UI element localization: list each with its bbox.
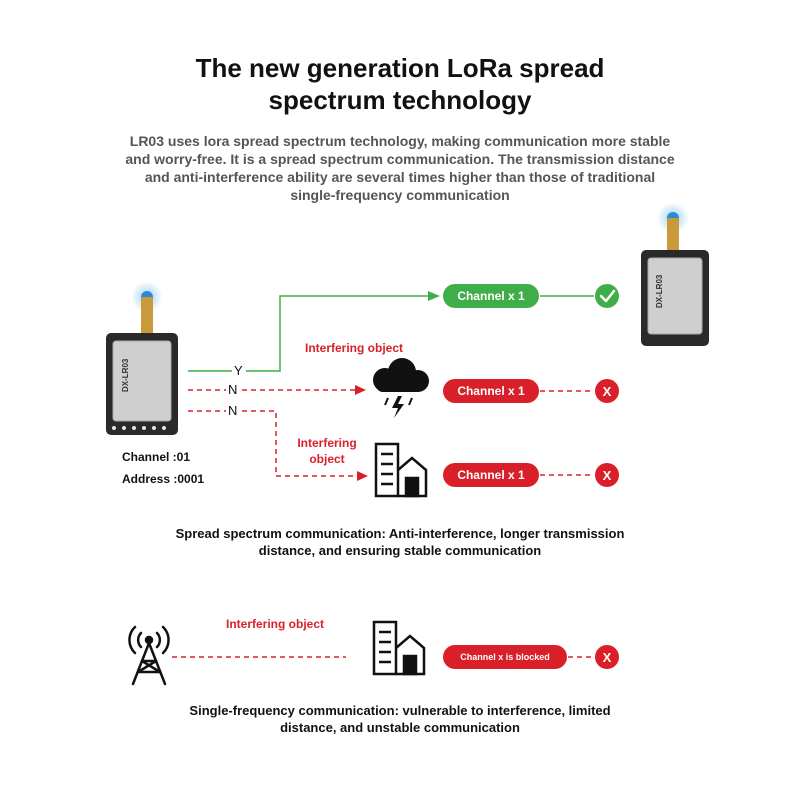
intro-line-4: single-frequency communication xyxy=(290,187,510,203)
check-icon xyxy=(595,284,619,308)
channel-blocked-label: Channel x is blocked xyxy=(460,652,550,662)
title-line-1: The new generation LoRa spread xyxy=(195,53,605,83)
intro-line-2: and worry-free. It is a spread spectrum … xyxy=(125,151,675,167)
building-icon xyxy=(372,620,426,676)
intro-line-1: LR03 uses lora spread spectrum technolog… xyxy=(129,133,671,149)
path-n-line xyxy=(242,410,357,477)
spread-caption-line-2: distance, and ensuring stable communicat… xyxy=(258,543,542,558)
intro-line-3: and anti-interference ability are severa… xyxy=(144,169,656,185)
intro-text: LR03 uses lora spread spectrum technolog… xyxy=(90,132,710,204)
x-icon: X xyxy=(595,645,619,669)
spread-caption-line-1: Spread spectrum communication: Anti-inte… xyxy=(175,526,625,541)
module-shield xyxy=(112,340,172,422)
channel-ok-label: Channel x 1 xyxy=(457,289,525,303)
page-title: The new generation LoRa spread spectrum … xyxy=(0,52,800,116)
path-y-line xyxy=(246,295,428,372)
arrow-head xyxy=(357,471,368,481)
x-icon: X xyxy=(595,379,619,403)
n-label-2: N xyxy=(228,403,237,418)
path-fail-1: N Interfering object Channel x 1 X xyxy=(188,341,619,418)
channel-bad-label-2: Channel x 1 xyxy=(457,468,525,482)
interfering-label-2b: object xyxy=(309,452,344,466)
single-caption-line-2: distance, and unstable communication xyxy=(280,720,520,735)
single-frequency-diagram: Interfering object Channel x is blocked … xyxy=(128,617,619,686)
module-label: DX-LR03 xyxy=(655,274,664,308)
x-mark: X xyxy=(603,650,612,665)
x-icon: X xyxy=(595,463,619,487)
receiver-module: DX-LR03 xyxy=(641,202,709,346)
single-caption-line-1: Single-frequency communication: vulnerab… xyxy=(189,703,611,718)
interfering-label-1: Interfering object xyxy=(305,341,403,355)
module-shield xyxy=(647,257,703,335)
spread-caption: Spread spectrum communication: Anti-inte… xyxy=(0,525,800,559)
module-label: DX-LR03 xyxy=(121,358,130,392)
arrow-head xyxy=(428,291,440,301)
antenna xyxy=(141,297,153,335)
x-mark: X xyxy=(603,468,612,483)
building-icon xyxy=(374,442,428,498)
y-label: Y xyxy=(234,363,243,378)
module-pins xyxy=(112,426,166,430)
path-success: Channel x 1 Y xyxy=(188,284,619,378)
channel-info: Channel :01 xyxy=(122,450,191,464)
transmitter-module: DX-LR03 xyxy=(106,281,178,435)
channel-bad-pill xyxy=(443,379,539,403)
antenna xyxy=(667,218,679,254)
title-line-2: spectrum technology xyxy=(268,85,532,115)
address-info: Address :0001 xyxy=(122,472,205,486)
channel-bad-label-1: Channel x 1 xyxy=(457,384,525,398)
single-caption: Single-frequency communication: vulnerab… xyxy=(0,702,800,736)
x-mark: X xyxy=(603,384,612,399)
single-interfering-label: Interfering object xyxy=(226,617,324,631)
arrow-head xyxy=(355,385,366,395)
interfering-label-2a: Interfering xyxy=(297,436,356,450)
channel-bad-pill xyxy=(443,463,539,487)
path-fail-2: N Interfering object Channel x 1 X xyxy=(188,403,619,498)
storm-cloud-icon xyxy=(373,358,429,418)
radio-tower-icon xyxy=(128,625,170,686)
channel-ok-pill xyxy=(443,284,539,308)
channel-blocked-pill xyxy=(443,645,567,669)
n-label-1: N xyxy=(228,382,237,397)
